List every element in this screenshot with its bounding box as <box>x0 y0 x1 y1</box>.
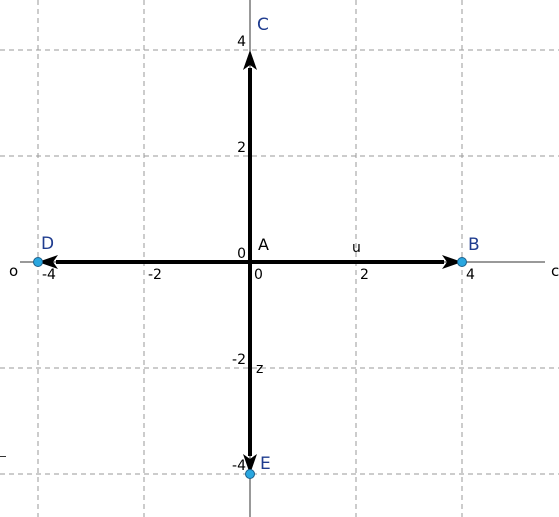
axes <box>20 0 545 517</box>
tick-labels: -4 -2 0 2 4 4 2 0 -2 -4 <box>42 34 475 474</box>
x-tick-label: -4 <box>42 267 56 283</box>
x-tick-label: 2 <box>360 267 369 283</box>
y-tick-label: 2 <box>237 140 246 156</box>
partial-line-left <box>0 456 6 457</box>
vector-label-z: z <box>256 361 263 377</box>
point-label-A: A <box>258 235 269 254</box>
x-tick-label: 4 <box>466 267 475 283</box>
vector-z[interactable]: z <box>243 262 263 474</box>
arrowhead-icon <box>38 255 58 269</box>
arrowhead-icon <box>243 50 257 70</box>
point-D[interactable] <box>33 257 43 267</box>
edge-label-right: c <box>551 262 559 280</box>
arrowhead-icon <box>243 454 257 474</box>
vector-to-D[interactable] <box>38 255 250 269</box>
point-label-C: C <box>257 15 269 35</box>
x-tick-label: -2 <box>148 267 162 283</box>
point-label-B: B <box>468 235 480 255</box>
point-label-D: D <box>41 234 54 254</box>
point-label-E: E <box>260 454 271 474</box>
edge-label-left: o <box>9 262 18 280</box>
vectors[interactable]: uz <box>38 50 462 474</box>
vector-to-C[interactable] <box>243 50 257 262</box>
arrowhead-icon <box>442 255 462 269</box>
vector-u[interactable]: u <box>250 240 462 269</box>
y-tick-label: 4 <box>237 34 246 50</box>
y-tick-label: -2 <box>232 352 246 368</box>
labels: A B C D E <box>41 15 480 474</box>
point-B[interactable] <box>457 257 467 267</box>
y-tick-label: -4 <box>232 458 246 474</box>
x-tick-label: 0 <box>254 267 263 283</box>
point-E[interactable] <box>245 469 255 479</box>
points[interactable] <box>33 257 467 479</box>
y-tick-label: 0 <box>237 246 246 262</box>
vector-label-u: u <box>352 240 361 256</box>
